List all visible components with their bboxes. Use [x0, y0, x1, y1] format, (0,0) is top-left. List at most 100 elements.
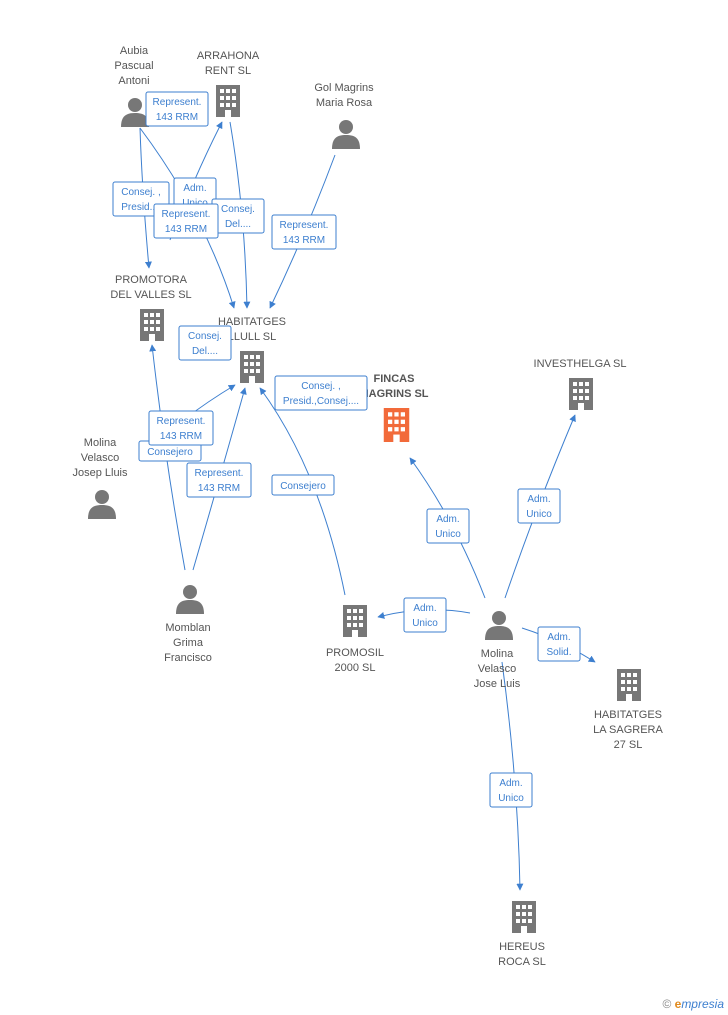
svg-text:Adm.: Adm.: [436, 514, 459, 525]
svg-text:Adm.: Adm.: [547, 632, 570, 643]
svg-text:Adm.: Adm.: [499, 778, 522, 789]
svg-text:Consejero: Consejero: [147, 447, 193, 458]
relation-label[interactable]: Consej. , Presid.,Consej....: [274, 375, 368, 411]
svg-text:Consej.: Consej.: [221, 204, 255, 215]
node-label: Maria Rosa: [316, 97, 373, 109]
svg-text:143 RRM: 143 RRM: [156, 112, 198, 123]
node-label: Gol Magrins: [314, 82, 374, 94]
svg-text:Represent.: Represent.: [195, 468, 244, 479]
node-label: Francisco: [164, 652, 212, 664]
svg-text:143 RRM: 143 RRM: [198, 483, 240, 494]
node-person-josep-lluis[interactable]: Molina Velasco Josep Lluis: [72, 437, 128, 519]
building-icon: [512, 901, 536, 933]
copyright-footer: © empresia: [662, 997, 724, 1011]
svg-text:143 RRM: 143 RRM: [160, 431, 202, 442]
node-person-gol-magrins[interactable]: Gol Magrins Maria Rosa: [314, 82, 374, 149]
svg-text:Del....: Del....: [192, 346, 218, 357]
person-icon: [176, 585, 204, 614]
node-label: PROMOSIL: [326, 647, 384, 659]
node-label: Pascual: [114, 60, 153, 72]
brand-initial: e: [674, 997, 682, 1011]
node-label: MAGRINS SL: [359, 388, 428, 400]
svg-text:Unico: Unico: [412, 618, 438, 629]
svg-text:Adm.: Adm.: [413, 603, 436, 614]
node-label: INVESTHELGA SL: [534, 358, 627, 370]
node-person-jose-luis[interactable]: Molina Velasco Jose Luis: [474, 611, 521, 690]
svg-text:Consej.: Consej.: [188, 331, 222, 342]
node-label: ROCA SL: [498, 956, 546, 968]
svg-text:143 RRM: 143 RRM: [283, 235, 325, 246]
building-icon: [216, 85, 240, 117]
node-company-habitatges-sagrera[interactable]: HABITATGES LA SAGRERA 27 SL: [593, 669, 664, 751]
relation-label[interactable]: Represent. 143 RRM: [153, 203, 219, 239]
node-label: Velasco: [478, 663, 517, 675]
building-icon: [343, 605, 367, 637]
node-label: Aubia: [120, 45, 149, 57]
svg-text:Unico: Unico: [526, 509, 552, 520]
relation-label[interactable]: Represent. 143 RRM: [186, 462, 252, 498]
relation-label[interactable]: Represent. 143 RRM: [145, 91, 209, 127]
svg-text:Presid.,Consej....: Presid.,Consej....: [283, 396, 359, 407]
node-label: 2000 SL: [335, 662, 376, 674]
node-label: PROMOTORA: [115, 274, 188, 286]
node-label: ARRAHONA: [197, 50, 260, 62]
copyright-symbol: ©: [662, 997, 672, 1011]
relation-label[interactable]: Adm. Solid.: [537, 626, 581, 662]
brand-name: mpresia: [681, 997, 724, 1011]
node-company-habitatges-llull[interactable]: HABITATGES LLULL SL: [218, 316, 286, 383]
node-label: Antoni: [118, 75, 149, 87]
svg-text:Represent.: Represent.: [280, 220, 329, 231]
svg-text:Consejero: Consejero: [280, 481, 326, 492]
nodes-layer: Aubia Pascual Antoni ARRAHONA RENT SL Go…: [72, 45, 663, 968]
node-label: LLULL SL: [228, 331, 277, 343]
relation-labels-layer: Represent. 143 RRM Consej. , Presid.... …: [112, 91, 581, 808]
relation-label[interactable]: Represent. 143 RRM: [271, 214, 337, 250]
relation-label[interactable]: Adm. Unico: [426, 508, 470, 544]
svg-text:Adm.: Adm.: [527, 494, 550, 505]
node-label: Molina: [84, 437, 117, 449]
node-company-fincas-magrins[interactable]: FINCAS MAGRINS SL: [359, 373, 429, 442]
svg-text:Consej. ,: Consej. ,: [121, 187, 160, 198]
node-label: HEREUS: [499, 941, 545, 953]
svg-text:Unico: Unico: [498, 793, 524, 804]
node-label: RENT SL: [205, 65, 251, 77]
person-icon: [485, 611, 513, 640]
svg-text:Unico: Unico: [435, 529, 461, 540]
person-icon: [88, 490, 116, 519]
svg-text:Consej. ,: Consej. ,: [301, 381, 340, 392]
node-company-hereus-roca[interactable]: HEREUS ROCA SL: [498, 901, 546, 968]
building-icon: [383, 408, 410, 442]
relation-label[interactable]: Represent. 143 RRM: [148, 410, 214, 446]
relation-label[interactable]: Consej. Del....: [178, 325, 232, 361]
relation-label[interactable]: Adm. Unico: [489, 772, 533, 808]
node-label: Velasco: [81, 452, 120, 464]
node-label: HABITATGES: [218, 316, 286, 328]
node-label: 27 SL: [614, 739, 643, 751]
relation-label[interactable]: Consej. Del....: [211, 198, 265, 234]
svg-text:Del....: Del....: [225, 219, 251, 230]
node-label: DEL VALLES SL: [110, 289, 191, 301]
node-label: Jose Luis: [474, 678, 521, 690]
node-company-investhelga[interactable]: INVESTHELGA SL: [534, 358, 627, 410]
svg-text:Solid.: Solid.: [546, 647, 571, 658]
building-icon: [617, 669, 641, 701]
svg-text:Adm.: Adm.: [183, 183, 206, 194]
node-label: HABITATGES: [594, 709, 662, 721]
node-label: Grima: [173, 637, 204, 649]
svg-text:Represent.: Represent.: [157, 416, 206, 427]
node-company-promosil[interactable]: PROMOSIL 2000 SL: [326, 605, 384, 674]
person-icon: [121, 98, 149, 127]
node-company-arrahona[interactable]: ARRAHONA RENT SL: [197, 50, 260, 117]
svg-text:Represent.: Represent.: [162, 209, 211, 220]
building-icon: [140, 309, 164, 341]
svg-text:Presid....: Presid....: [121, 202, 160, 213]
relation-label[interactable]: Adm. Unico: [517, 488, 561, 524]
svg-text:Represent.: Represent.: [153, 97, 202, 108]
node-company-promotora[interactable]: PROMOTORA DEL VALLES SL: [110, 274, 192, 341]
node-person-aubia[interactable]: Aubia Pascual Antoni: [114, 45, 154, 127]
relation-label[interactable]: Adm. Unico: [403, 597, 447, 633]
relation-label[interactable]: Consejero: [271, 474, 335, 496]
node-label: Josep Lluis: [72, 467, 128, 479]
node-person-momblan[interactable]: Momblan Grima Francisco: [164, 585, 212, 664]
node-label: FINCAS: [374, 373, 415, 385]
